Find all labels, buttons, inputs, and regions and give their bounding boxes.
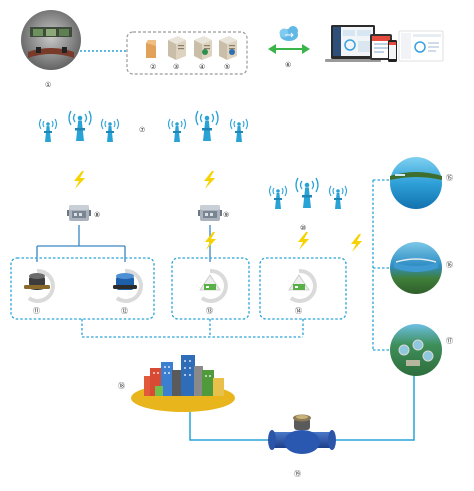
lightning-icon-e [351, 234, 362, 252]
label-router: ② [150, 63, 156, 71]
label-server-a: ③ [173, 63, 179, 71]
water-meter-icon-a [24, 268, 55, 303]
lightning-icon-d [298, 232, 309, 250]
server-icon-a [168, 36, 186, 60]
label-towers-mid: ⑩ [300, 224, 306, 232]
treatment-plant-photo [390, 324, 442, 376]
server-icon-c [219, 36, 237, 60]
gateway-device-icon-a [67, 205, 91, 221]
label-cloud-link: ⑥ [285, 61, 291, 69]
connection-lines [10, 31, 415, 441]
label-server-b: ④ [199, 63, 205, 71]
lightning-icon-a [74, 171, 85, 189]
cloud-sync-icon [279, 26, 298, 41]
water-meter-icon-d [288, 268, 317, 303]
server-group-frame [126, 31, 248, 75]
gateway-device-icon-b [198, 205, 222, 221]
wireless-towers-mid [268, 177, 348, 210]
label-gateway-b: ⑨ [223, 211, 229, 219]
label-meter-a: ⑪ [33, 307, 40, 315]
label-meter-d: ⑭ [295, 307, 302, 315]
pipe-flow-meter-icon [268, 414, 336, 454]
server-icon-b [194, 36, 212, 60]
water-meter-icon-c [199, 268, 228, 303]
label-treatment-plant: ⑰ [446, 337, 453, 345]
label-city: ⑱ [118, 382, 125, 390]
label-towers-top: ⑦ [139, 126, 145, 134]
water-meter-icon-b [113, 268, 143, 303]
label-reservoir: ⑯ [446, 261, 453, 269]
label-valve-meter: ⑲ [294, 470, 301, 478]
label-control-room: ① [45, 81, 51, 89]
label-river: ⑮ [446, 174, 453, 182]
bidirectional-arrow-icon [268, 44, 310, 54]
label-server-c: ⑤ [224, 63, 230, 71]
reservoir-photo [390, 242, 442, 294]
meter-group-c [259, 257, 347, 320]
label-meter-c: ⑬ [206, 307, 213, 315]
router-icon [146, 40, 156, 58]
city-buildings-icon [131, 355, 235, 412]
lightning-icon-b [204, 171, 215, 189]
meter-group-a [10, 257, 155, 320]
river-photo [390, 157, 442, 209]
meter-group-b [171, 257, 250, 320]
label-gateway-a: ⑧ [94, 211, 100, 219]
control-room-photo [21, 10, 81, 70]
label-meter-b: ⑫ [121, 307, 128, 315]
dashboard-devices-icon [325, 25, 444, 62]
